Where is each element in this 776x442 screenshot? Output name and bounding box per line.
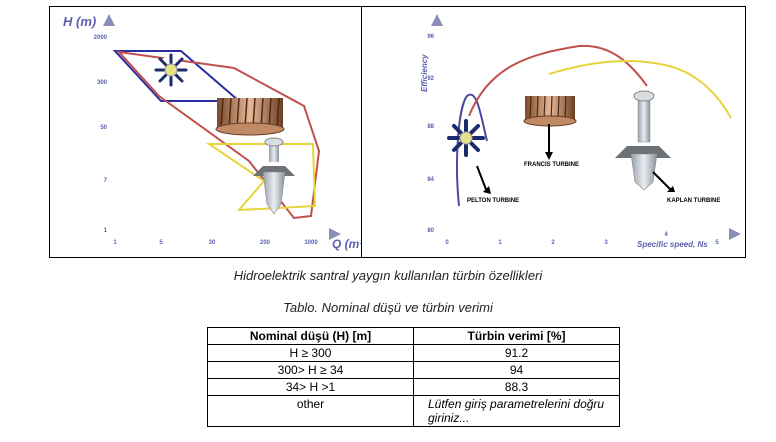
left-x-tick: 1000 — [304, 240, 318, 246]
figure-caption: Hidroelektrik santral yaygın kullanılan … — [233, 268, 543, 283]
pelton-wheel-icon — [154, 53, 188, 87]
francis-turbine-label: FRANCIS TURBINE — [524, 162, 579, 168]
table-cell: Lütfen giriş parametrelerini doğru girin… — [413, 395, 620, 427]
table-cell: 34> H >1 — [207, 378, 414, 396]
francis-runner-icon — [523, 95, 577, 127]
table-row: 300> H ≥ 34 94 — [207, 361, 620, 379]
right-y-axis-label: Efficiency — [420, 54, 429, 92]
right-x-axis-label: Specific speed, Ns — [637, 240, 708, 249]
right-x-tick: 0 — [445, 240, 449, 246]
francis-efficiency-curve — [468, 44, 648, 117]
left-y-tick: 300 — [97, 80, 108, 86]
pelton-efficiency-curve — [455, 93, 488, 207]
right-chart-panel: PELTON TURBINE FRANCIS TURBINE KAPLAN TU… — [361, 6, 746, 258]
table-row: H ≥ 300 91.2 — [207, 344, 620, 362]
table-cell: 88.3 — [413, 378, 620, 396]
right-y-tick: 88 — [427, 124, 434, 130]
table-cell: 300> H ≥ 34 — [207, 361, 414, 379]
right-y-tick: 80 — [427, 228, 434, 234]
right-x-tick: 3 — [604, 240, 608, 246]
turbine-figure: H (m) 2000 300 50 7 1 1 5 30 200 1000 Q … — [49, 6, 747, 258]
right-x-tick: 2 — [551, 240, 555, 246]
pelton-turbine-label: PELTON TURBINE — [467, 198, 519, 204]
table-cell: other — [207, 395, 414, 427]
pelton-wheel-icon — [447, 119, 485, 157]
left-x-tick: 5 — [159, 240, 163, 246]
right-x-tick: 5 — [715, 240, 719, 246]
kaplan-efficiency-curve — [548, 59, 732, 119]
efficiency-table: Nominal düşü (H) [m] Türbin verimi [%] H… — [207, 327, 620, 427]
left-x-tick: 200 — [260, 240, 271, 246]
table-caption: Tablo. Nominal düşü ve türbin verimi — [283, 300, 493, 315]
callout-arrows — [476, 124, 672, 193]
table-row: other Lütfen giriş parametrelerini doğru… — [207, 395, 620, 427]
table-header-row: Nominal düşü (H) [m] Türbin verimi [%] — [207, 327, 620, 345]
table-row: 34> H >1 88.3 — [207, 378, 620, 396]
table-header: Nominal düşü (H) [m] — [207, 327, 414, 345]
right-x-tick: 1 — [498, 240, 502, 246]
kaplan-runner-icon — [253, 137, 295, 215]
left-x-tick: 1 — [113, 240, 117, 246]
kaplan-runner-icon — [615, 90, 671, 191]
left-y-axis-label: H (m) — [63, 14, 96, 29]
left-chart-panel: H (m) 2000 300 50 7 1 1 5 30 200 1000 Q … — [49, 6, 377, 258]
right-x-tick: 4 — [664, 232, 668, 238]
francis-runner-icon — [215, 97, 285, 136]
left-y-tick: 1 — [104, 228, 108, 234]
right-y-tick: 92 — [427, 76, 434, 82]
right-y-tick: 84 — [427, 177, 434, 183]
table-cell: 94 — [413, 361, 620, 379]
kaplan-turbine-label: KAPLAN TURBINE — [667, 198, 720, 204]
left-y-tick: 7 — [104, 178, 108, 184]
left-y-tick: 50 — [100, 125, 107, 131]
table-cell: H ≥ 300 — [207, 344, 414, 362]
table-header: Türbin verimi [%] — [413, 327, 620, 345]
right-y-tick: 96 — [427, 34, 434, 40]
table-cell: 91.2 — [413, 344, 620, 362]
left-y-tick: 2000 — [94, 35, 108, 41]
francis-region — [116, 50, 321, 220]
left-x-tick: 30 — [209, 240, 216, 246]
